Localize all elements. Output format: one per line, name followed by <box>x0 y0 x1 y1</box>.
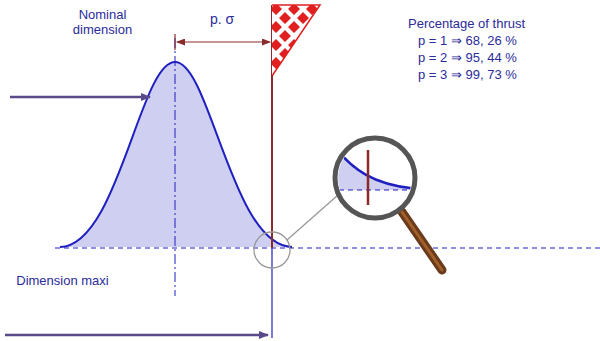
curve-fill <box>60 62 292 247</box>
percentage-row: p = 3 ⇒ 99, 73 % <box>418 67 517 82</box>
baseline <box>55 247 600 248</box>
percentage-row: p = 1 ⇒ 68, 26 % <box>418 33 517 48</box>
sigma-label: p. σ <box>200 12 244 27</box>
percentage-row: p = 2 ⇒ 95, 44 % <box>418 50 517 65</box>
legend-heading: Percentage of thrust <box>408 16 525 31</box>
magnifier-handle <box>402 212 442 270</box>
flag-edge <box>272 5 320 76</box>
nominal-arrow <box>10 96 150 99</box>
gaussian-curve <box>60 62 292 247</box>
nominal-label: Nominal dimension <box>55 7 150 37</box>
zoomed-tail <box>330 140 420 205</box>
max-label: Dimension maxi <box>15 273 110 288</box>
handle-shine <box>402 212 442 270</box>
dim-tick <box>174 34 175 50</box>
flag <box>270 3 322 77</box>
nominal-axis <box>175 38 176 296</box>
max-line <box>271 248 272 338</box>
zoom-circle <box>254 232 290 268</box>
max-arrow <box>5 334 268 337</box>
zoom-leader <box>287 195 338 240</box>
dimension-arrow <box>177 41 270 42</box>
